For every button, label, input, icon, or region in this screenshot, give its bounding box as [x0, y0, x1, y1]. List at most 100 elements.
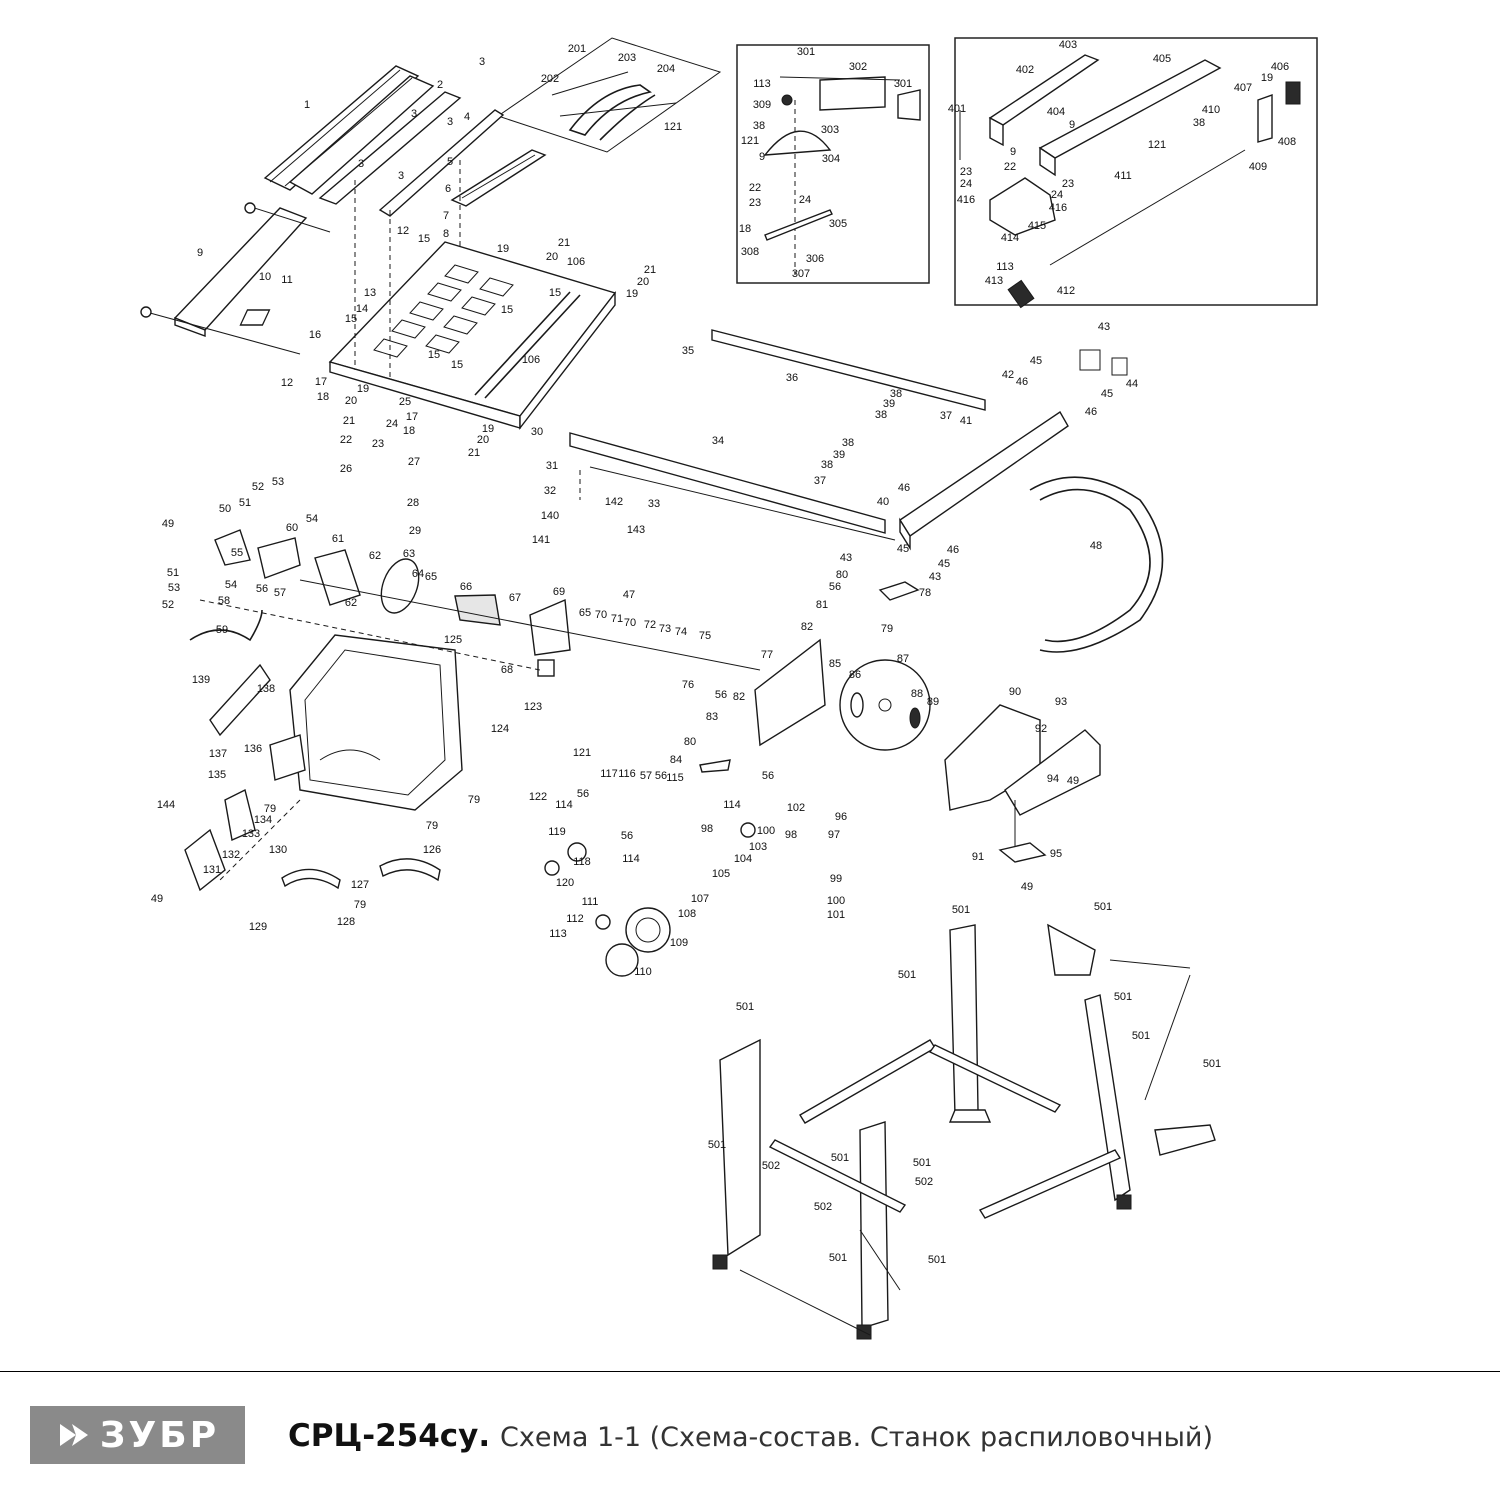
- part-label: 10: [259, 271, 271, 283]
- part-label: 303: [821, 124, 839, 136]
- part-label: 409: [1249, 161, 1267, 173]
- part-label: 3: [411, 108, 417, 120]
- motor-assembly: [189, 529, 761, 677]
- part-label: 120: [556, 877, 574, 889]
- part-label: 18: [403, 425, 415, 437]
- part-label: 501: [1114, 991, 1132, 1003]
- part-label: 3: [398, 170, 404, 182]
- part-label: 3: [447, 116, 453, 128]
- part-label: 82: [733, 691, 745, 703]
- arrow-logo-icon: [59, 1424, 88, 1446]
- part-label: 121: [664, 121, 682, 133]
- part-label: 502: [915, 1176, 933, 1188]
- part-label: 29: [409, 525, 421, 537]
- part-label: 2: [437, 79, 443, 91]
- part-label: 301: [797, 46, 815, 58]
- part-label: 23: [372, 438, 384, 450]
- part-label: 501: [831, 1152, 849, 1164]
- part-label: 501: [913, 1157, 931, 1169]
- part-label: 75: [699, 630, 711, 642]
- part-label: 41: [960, 415, 972, 427]
- part-label: 70: [624, 617, 636, 629]
- part-label: 28: [407, 497, 419, 509]
- part-label: 22: [340, 434, 352, 446]
- part-label: 48: [1090, 540, 1102, 552]
- part-label: 304: [822, 153, 840, 165]
- part-label: 79: [264, 803, 276, 815]
- part-label: 45: [938, 558, 950, 570]
- brand-name: ЗУБР: [99, 1414, 220, 1456]
- part-label: 133: [242, 828, 260, 840]
- part-label: 15: [418, 233, 430, 245]
- part-label: 63: [403, 548, 415, 560]
- part-label: 122: [529, 791, 547, 803]
- part-label: 54: [225, 579, 237, 591]
- part-label: 302: [849, 61, 867, 73]
- part-label: 113: [753, 78, 771, 90]
- part-label: 46: [1085, 406, 1097, 418]
- part-label: 30: [531, 426, 543, 438]
- part-label: 93: [1055, 696, 1067, 708]
- part-label: 53: [168, 582, 180, 594]
- part-label: 15: [451, 359, 463, 371]
- part-label: 49: [1021, 881, 1033, 893]
- part-label: 43: [929, 571, 941, 583]
- part-label: 143: [627, 524, 645, 536]
- part-label: 96: [835, 811, 847, 823]
- footer-divider: [0, 1371, 1500, 1372]
- switch-box: [184, 734, 306, 892]
- part-label: 16: [309, 329, 321, 341]
- part-label: 54: [306, 513, 318, 525]
- part-label: 113: [549, 928, 567, 940]
- part-label: 139: [192, 674, 210, 686]
- part-label: 101: [827, 909, 845, 921]
- part-label: 401: [948, 103, 966, 115]
- part-label: 72: [644, 619, 656, 631]
- part-label: 38: [1193, 117, 1205, 129]
- part-label: 38: [890, 388, 902, 400]
- part-label: 18: [739, 223, 751, 235]
- part-label: 45: [1101, 388, 1113, 400]
- part-label: 40: [877, 496, 889, 508]
- part-label: 47: [623, 589, 635, 601]
- part-label: 56: [577, 788, 589, 800]
- part-label: 102: [787, 802, 805, 814]
- part-label: 20: [345, 395, 357, 407]
- part-label: 51: [239, 497, 251, 509]
- part-label: 116: [618, 768, 636, 780]
- part-label: 114: [555, 799, 573, 811]
- part-label: 131: [203, 864, 221, 876]
- part-label: 76: [682, 679, 694, 691]
- part-label: 142: [605, 496, 623, 508]
- part-label: 202: [541, 73, 559, 85]
- part-label: 23: [749, 197, 761, 209]
- part-label: 60: [286, 522, 298, 534]
- stand: [712, 923, 1216, 1340]
- part-label: 121: [1148, 139, 1166, 151]
- part-label: 121: [741, 135, 759, 147]
- part-label: 24: [960, 178, 972, 190]
- part-label: 402: [1016, 64, 1034, 76]
- part-label: 18: [317, 391, 329, 403]
- part-label: 12: [281, 377, 293, 389]
- part-label: 62: [369, 550, 381, 562]
- part-label: 100: [757, 825, 775, 837]
- part-label: 21: [558, 237, 570, 249]
- part-label: 108: [678, 908, 696, 920]
- part-label: 79: [468, 794, 480, 806]
- part-label: 501: [708, 1139, 726, 1151]
- inset-400-parts: [959, 54, 1301, 309]
- part-label: 501: [736, 1001, 754, 1013]
- main-table: [239, 241, 617, 431]
- table-rails: [263, 65, 547, 217]
- part-label: 502: [762, 1160, 780, 1172]
- part-label: 99: [830, 873, 842, 885]
- part-label: 73: [659, 623, 671, 635]
- part-label: 22: [749, 182, 761, 194]
- part-label: 24: [386, 418, 398, 430]
- part-label: 49: [151, 893, 163, 905]
- part-label: 77: [761, 649, 773, 661]
- part-label: 14: [356, 303, 368, 315]
